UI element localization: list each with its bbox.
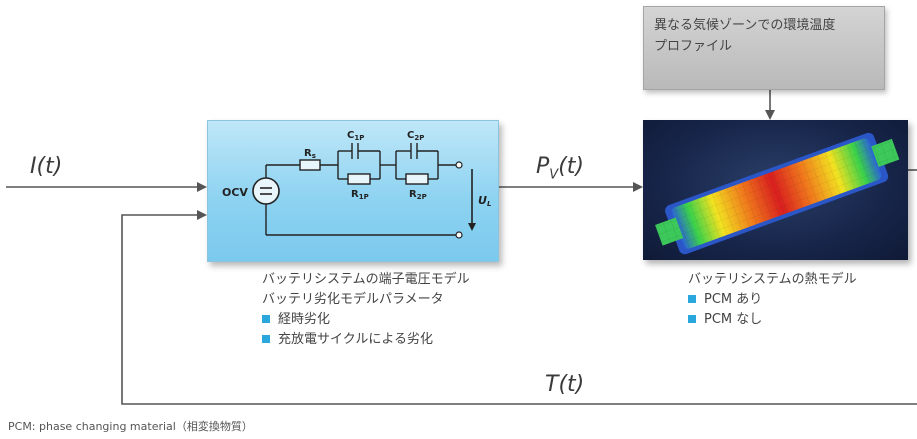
temperature-feedback-line [121,210,917,405]
thermal-description-title: バッテリシステムの熱モデル [688,272,857,287]
list-item: PCM あり [688,290,857,310]
bullet-icon [262,334,270,343]
list-item: 経時劣化 [262,310,470,330]
environment-line-2: プロファイル [654,39,733,54]
c2-subscript: 2P [414,134,424,142]
bullet-icon [688,294,696,303]
ul-label: U [478,194,487,207]
power-symbol: P [536,154,550,179]
equivalent-circuit-diagram: OCV Rs C1P R1P C2P R2P UL [222,130,491,239]
rs-label: R [304,148,312,159]
environment-line-1: 異なる気候ゾーンでの環境温度 [654,18,836,33]
thermal-model-image [643,120,908,260]
thermal-description: バッテリシステムの熱モデル PCM あり PCM なし [688,270,857,330]
equivalent-circuit-box: OCV Rs C1P R1P C2P R2P UL [207,120,499,262]
svg-text:R2P: R2P [409,189,427,201]
circuit-description: バッテリシステムの端子電圧モデル バッテリ劣化モデルパラメータ 経時劣化 充放電… [262,270,470,350]
list-item: 充放電サイクルによる劣化 [262,330,470,350]
list-item: PCM なし [688,310,857,330]
c1-subscript: 1P [354,134,364,142]
bullet-icon [688,314,696,323]
power-tail: (t) [558,154,584,179]
bullet-icon [262,314,270,323]
list-item-label: 経時劣化 [278,312,331,327]
circuit-description-line-2: バッテリ劣化モデルパラメータ [262,292,444,307]
r1-subscript: 1P [359,193,369,201]
temperature-label: T(t) [545,372,585,397]
power-label: PV(t) [536,154,584,182]
r2-label: R [409,189,417,200]
svg-text:UL: UL [478,194,491,208]
c1-label: C [347,130,354,141]
svg-text:Rs: Rs [304,148,316,160]
list-item-label: PCM なし [704,312,763,327]
svg-text:C2P: C2P [407,130,424,142]
list-item-label: 充放電サイクルによる劣化 [278,332,433,347]
footnote: PCM: phase changing material（相変換物質） [8,420,253,433]
ocv-label: OCV [222,186,248,199]
r2-subscript: 2P [417,193,427,201]
circuit-description-line-1: バッテリシステムの端子電圧モデル [262,272,470,287]
c2-label: C [407,130,414,141]
power-subscript: V [549,167,559,183]
r1-label: R [351,189,359,200]
environment-temperature-box: 異なる気候ゾーンでの環境温度 プロファイル [643,6,885,90]
svg-text:C1P: C1P [347,130,364,142]
ul-subscript: L [487,200,491,208]
input-current-label: I(t) [30,154,63,179]
rs-subscript: s [312,152,316,160]
list-item-label: PCM あり [704,292,763,307]
svg-text:R1P: R1P [351,189,369,201]
